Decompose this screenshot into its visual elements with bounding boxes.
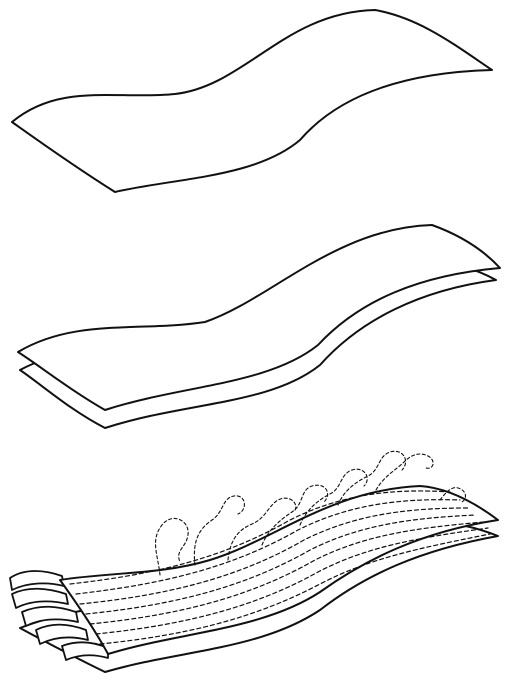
strand [376,454,433,490]
panel-double-sheet [18,225,500,428]
panel-single-sheet [12,10,492,192]
fiber-tab [12,589,68,608]
panel-fibered-sheet [10,451,498,672]
fiber-tab [10,571,64,590]
sheet-top [12,10,492,192]
